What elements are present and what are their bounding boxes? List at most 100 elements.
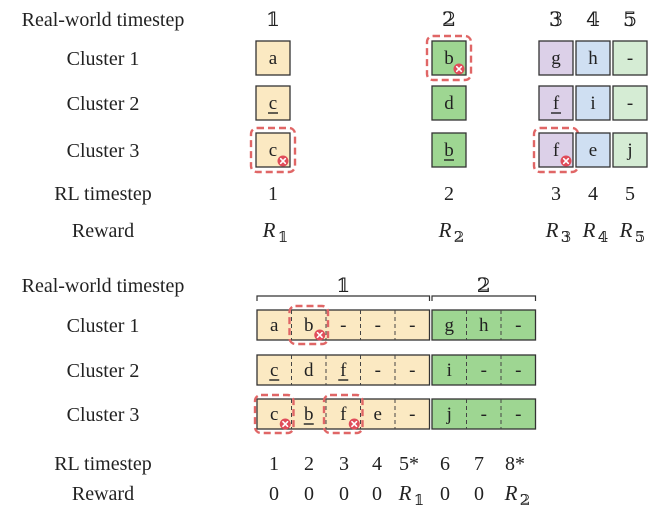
rl-timestep: 6 (440, 453, 450, 475)
row-label: Real-world timestep (22, 9, 185, 31)
rl-timestep: 8* (505, 453, 525, 475)
real-world-timestep: 𝟜 (586, 9, 600, 31)
reward-subscript: 𝟙 (414, 493, 424, 509)
rl-timestep: 5* (399, 453, 419, 475)
dropped-highlight (253, 393, 295, 435)
x-circle-icon (279, 418, 291, 430)
cell-label: - (627, 48, 633, 69)
reward-subscript: 𝟚 (520, 493, 530, 509)
cell-label: b (304, 315, 314, 336)
cell-label: - (409, 404, 415, 425)
rl-timestep: 1 (268, 183, 278, 205)
cell-label: c (269, 93, 277, 114)
reward-value: 0 (474, 483, 484, 505)
cluster-row: i-- (431, 354, 537, 386)
x-circle-icon (314, 329, 326, 341)
cell-label: - (515, 404, 521, 425)
rl-timestep: 2 (444, 183, 454, 205)
cell-label: a (269, 48, 278, 69)
real-world-timestep: 𝟙 (266, 9, 280, 31)
cell-label: c (269, 140, 277, 161)
cell-label: e (589, 140, 597, 161)
timestep-bracket (256, 295, 431, 301)
cell-label: f (340, 360, 347, 381)
row-label: Cluster 2 (67, 93, 140, 115)
reward-subscript: 𝟚 (454, 230, 464, 246)
cluster-cell: c (255, 85, 291, 121)
rl-timestep: 5 (625, 183, 635, 205)
dropped-highlight (249, 126, 297, 174)
cluster-cell: f (532, 126, 580, 174)
cluster-cell: e (575, 132, 611, 168)
cell-label: f (553, 140, 560, 161)
dropped-highlight (288, 304, 330, 346)
cluster-cell: - (612, 40, 648, 76)
rl-timestep: 1 (269, 453, 279, 475)
cluster-cell: j (612, 132, 648, 168)
cell-label: e (374, 404, 382, 425)
row-label: RL timestep (54, 453, 152, 475)
rl-timestep: 3 (339, 453, 349, 475)
cell-label: - (340, 315, 346, 336)
reward-subscript: 𝟜 (598, 230, 608, 246)
cell-label: g (445, 315, 455, 336)
reward-symbol: 0 (440, 483, 450, 505)
cell-label: - (515, 315, 521, 336)
cell-label: d (304, 360, 314, 381)
reward-value: 0 (304, 483, 314, 505)
cluster-cell: b (425, 34, 473, 82)
cell-label: c (270, 404, 278, 425)
row-label: Cluster 3 (67, 140, 140, 162)
cell-label: c (270, 360, 278, 381)
rl-timestep: 7 (474, 453, 484, 475)
cluster-row: j-- (431, 398, 537, 430)
x-circle-icon (453, 63, 465, 75)
cell-label: - (481, 404, 487, 425)
cell-label: f (340, 404, 347, 425)
dropped-highlight (425, 34, 473, 82)
row-label: Reward (72, 220, 134, 242)
rl-timestep: 4 (372, 453, 382, 475)
cluster-cell: c (249, 126, 297, 174)
cell-label: h (479, 315, 489, 336)
cell-label: h (588, 48, 598, 69)
real-world-timestep: 𝟚 (442, 9, 456, 31)
row-label: Cluster 3 (67, 404, 140, 426)
cell-label: - (515, 360, 521, 381)
cell-label: b (444, 140, 454, 161)
x-circle-icon (348, 418, 360, 430)
cell-label: f (553, 93, 560, 114)
cell-label: - (627, 93, 633, 114)
real-world-timestep: 𝟚 (477, 275, 491, 297)
cell-label: g (551, 48, 561, 69)
row-label: Cluster 1 (67, 315, 140, 337)
rl-timestep: 3 (551, 183, 561, 205)
dropped-highlight (322, 393, 364, 435)
cell-label: b (444, 48, 454, 69)
reward-symbol: R (262, 218, 276, 242)
reward-subscript: 𝟝 (635, 230, 645, 246)
reward-symbol: 0 (339, 483, 349, 505)
reward-value: 0 (440, 483, 450, 505)
reward-value: 0 (269, 483, 279, 505)
cell-label: - (481, 360, 487, 381)
cluster-cell: a (255, 40, 291, 76)
reward-symbol: 0 (269, 483, 279, 505)
cluster-cell: f (538, 85, 574, 121)
